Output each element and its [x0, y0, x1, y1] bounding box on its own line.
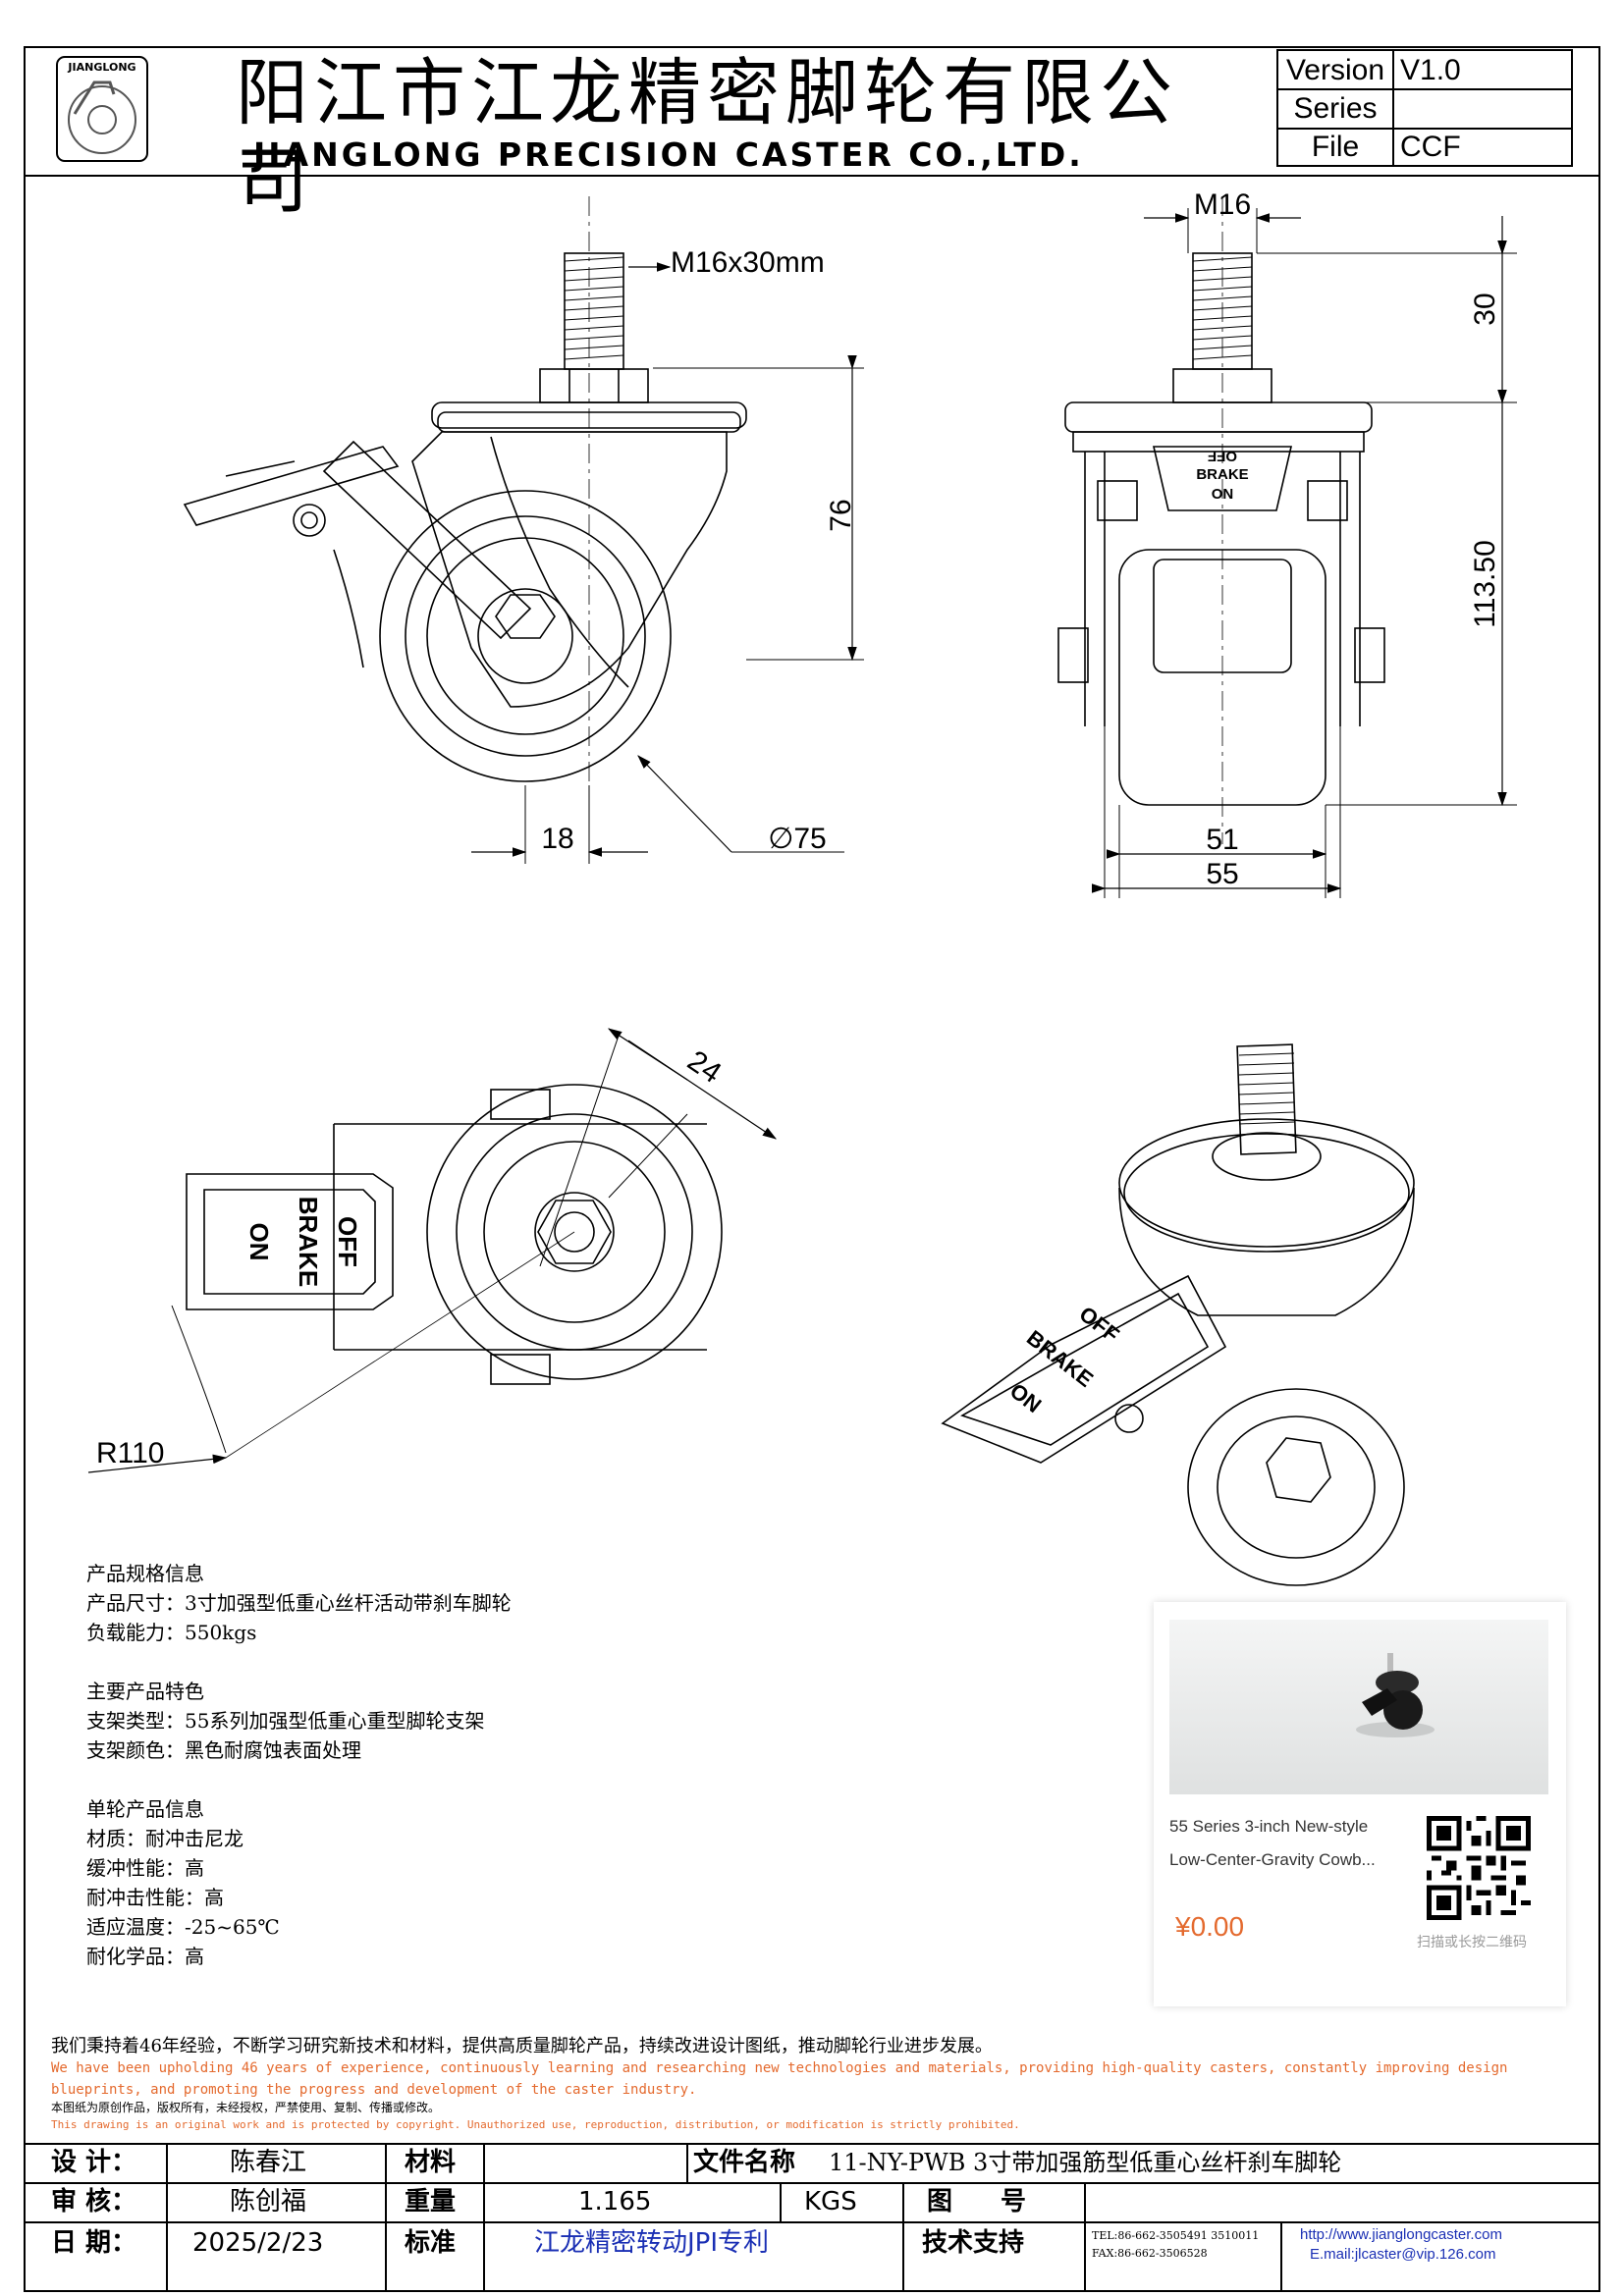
front-brake-on: ON: [1212, 486, 1234, 503]
email-link[interactable]: E.mail:jlcaster@vip.126.com: [1310, 2246, 1496, 2263]
qr-code-icon[interactable]: [1427, 1816, 1531, 1920]
spec-size: 产品尺寸：3寸加强型低重心丝杆活动带刹车脚轮: [86, 1591, 512, 1615]
company-logo: JIANGLONG: [55, 55, 149, 163]
designer-value: 陈春江: [230, 2148, 307, 2177]
spec-load: 负载能力：550kgs: [86, 1621, 257, 1644]
company-name-cn: 阳江市江龙精密脚轮有限公司: [236, 51, 1178, 224]
logo-text: JIANGLONG: [68, 61, 136, 74]
bottom-brake-brake: BRAKE: [294, 1197, 323, 1287]
dim-diameter-75: ∅75: [768, 823, 827, 855]
front-brake-off: OFF: [1208, 448, 1237, 464]
date-value: 2025/2/23: [192, 2228, 324, 2258]
drawing-frame: [24, 46, 1600, 2292]
dim-30: 30: [1469, 293, 1501, 325]
dim-113-50: 113.50: [1469, 540, 1501, 628]
file-label: File: [1311, 131, 1360, 163]
dim-offset-18: 18: [541, 823, 573, 855]
weight-label: 重量: [405, 2187, 457, 2216]
product-card[interactable]: 55 Series 3-inch New-style Low-Center-Gr…: [1154, 1602, 1566, 2006]
front-view: [1057, 196, 1385, 844]
iso-brake-off: OFF: [1075, 1302, 1124, 1348]
qr-hint: 扫描或长按二维码: [1417, 1935, 1527, 1950]
website-link[interactable]: http://www.jianglongcaster.com: [1300, 2226, 1502, 2243]
spec-impact: 耐冲击性能：高: [86, 1886, 224, 1909]
iso-brake-brake: BRAKE: [1022, 1325, 1098, 1392]
product-card-name: 55 Series 3-inch New-style Low-Center-Gr…: [1169, 1810, 1405, 1877]
company-name-en: JIANGLONG PRECISION CASTER CO.,LTD.: [253, 135, 1084, 174]
slogan-cn: 我们秉持着46年经验，不断学习研究新技术和材料，提供高质量脚轮产品，持续改进设计…: [51, 2036, 993, 2056]
dim-m16: M16: [1194, 188, 1251, 221]
dim-thread-label: M16x30mm: [671, 246, 825, 279]
spec-section-3-title: 单轮产品信息: [86, 1797, 204, 1821]
standard-value: 江龙精密转动JPI专利: [534, 2228, 770, 2258]
spec-chemical: 耐化学品：高: [86, 1945, 204, 1968]
header-divider: [24, 175, 1600, 177]
date-label: 日 期：: [51, 2228, 137, 2258]
spec-cushion: 缓冲性能：高: [86, 1856, 204, 1880]
bottom-view: [186, 1084, 723, 1385]
spec-bracket-color: 支架颜色：黑色耐腐蚀表面处理: [86, 1738, 361, 1762]
dim-r110: R110: [96, 1437, 165, 1469]
title-block: 设 计： 陈春江 材料 文件名称 11-NY-PWB 3寸带加强筋型低重心丝杆刹…: [24, 2143, 1600, 2292]
designer-label: 设 计：: [51, 2148, 137, 2177]
filename-label: 文件名称: [693, 2148, 796, 2177]
filename-value: 11-NY-PWB 3寸带加强筋型低重心丝杆刹车脚轮: [829, 2149, 1342, 2176]
bottom-brake-on: ON: [244, 1223, 274, 1261]
spec-section-2-title: 主要产品特色: [86, 1680, 204, 1703]
product-price: ¥0.00: [1175, 1911, 1245, 1942]
isometric-view: [941, 1043, 1415, 1586]
drawing-no-label: 图 号: [927, 2187, 1047, 2216]
dim-51: 51: [1206, 824, 1238, 856]
slogan-en: We have been upholding 46 years of exper…: [51, 2060, 1508, 2098]
telephone: TEL:86-662-3505491 3510011: [1092, 2229, 1260, 2242]
standard-label: 标准: [405, 2228, 457, 2258]
weight-value: 1.165: [578, 2187, 652, 2216]
material-label: 材料: [405, 2148, 457, 2177]
copyright-en: This drawing is an original work and is …: [51, 2118, 1020, 2131]
series-label: Series: [1293, 92, 1378, 125]
weight-unit: KGS: [804, 2187, 857, 2216]
file-value: CCF: [1400, 131, 1461, 163]
reviewer-value: 陈创福: [230, 2187, 307, 2216]
spec-section-1-title: 产品规格信息: [86, 1562, 204, 1585]
product-name-line1: 55 Series 3-inch New-style: [1169, 1817, 1369, 1836]
front-brake-brake: BRAKE: [1196, 466, 1248, 483]
dim-height-76: 76: [825, 499, 857, 531]
product-specs: 产品规格信息 产品尺寸：3寸加强型低重心丝杆活动带刹车脚轮 负载能力：550kg…: [86, 1559, 512, 1971]
side-view: [183, 196, 747, 805]
fax: FAX:86-662-3506528: [1092, 2247, 1208, 2260]
version-table: Version V1.0 Series File CCF: [1276, 49, 1573, 167]
spec-temperature: 适应温度：-25~65℃: [86, 1915, 280, 1939]
dim-55: 55: [1206, 858, 1238, 890]
iso-brake-on: ON: [1005, 1378, 1046, 1417]
spec-material: 材质：耐冲击尼龙: [86, 1827, 244, 1850]
reviewer-label: 审 核：: [51, 2187, 137, 2216]
product-photo: [1169, 1620, 1548, 1794]
spec-bracket-type: 支架类型：55系列加强型低重心重型脚轮支架: [86, 1709, 485, 1733]
product-name-line2: Low-Center-Gravity Cowb...: [1169, 1850, 1376, 1869]
version-label: Version: [1285, 54, 1385, 86]
copyright-cn: 本图纸为原创作品，版权所有，未经授权，严禁使用、复制、传播或修改。: [51, 2101, 441, 2114]
bottom-brake-off: OFF: [333, 1216, 362, 1267]
dim-24: 24: [681, 1044, 727, 1090]
version-value: V1.0: [1400, 54, 1461, 86]
tech-support-label: 技术支持: [922, 2228, 1025, 2258]
